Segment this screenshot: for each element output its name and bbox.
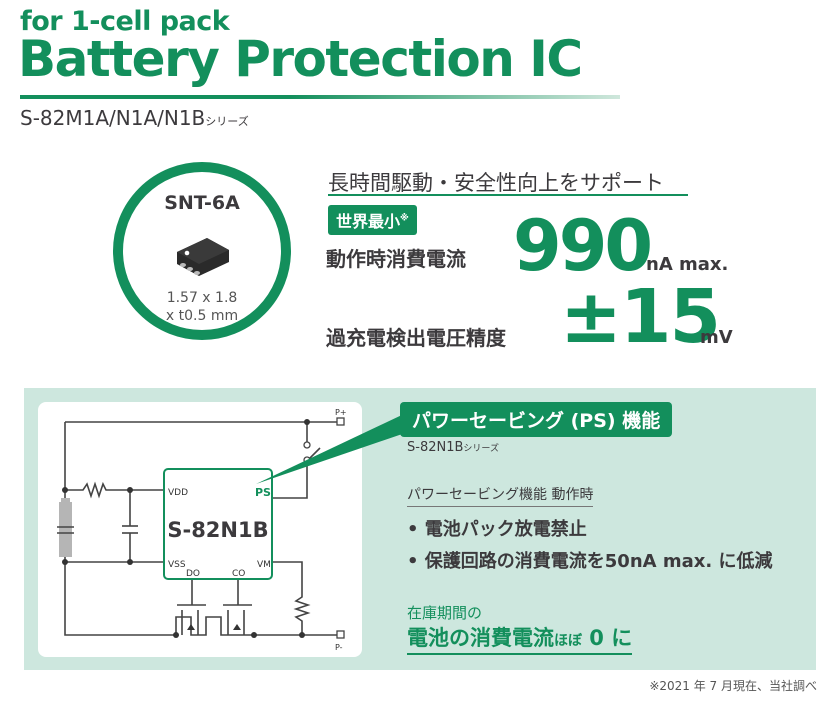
chip-icon (177, 238, 229, 276)
terminal-minus: P- (335, 643, 343, 652)
pin-do: DO (186, 569, 200, 579)
title-divider (20, 95, 620, 99)
pin-ps: PS (255, 486, 271, 499)
ps-condition: パワーセービング機能 動作時 (407, 484, 594, 507)
claim-small: ほぼ (554, 633, 582, 649)
ps-series-label: S-82N1Bシリーズ (407, 440, 499, 455)
dim-line-1: 1.57 x 1.8 (166, 290, 238, 306)
accuracy-unit: mV (700, 327, 733, 348)
stock-current-claim: 電池の消費電流ほぼ 0 に (407, 622, 633, 655)
world-smallest-badge: 世界最小※ (328, 205, 417, 235)
dim-line-2: x t0.5 mm (165, 308, 239, 324)
terminal-plus: P+ (335, 408, 347, 417)
claim-zero: 0 (582, 626, 612, 650)
subtitle: for 1-cell pack (20, 6, 230, 37)
current-value: 990 (513, 205, 653, 287)
pin-vm: VM (257, 560, 271, 570)
ic-name: S-82N1B (167, 518, 268, 542)
ps-series-code: S-82N1B (407, 440, 464, 455)
badge-text: 世界最小 (336, 212, 401, 231)
accuracy-value: ±15 (560, 274, 721, 360)
page-title: Battery Protection IC (18, 30, 583, 88)
package-circle: SNT-6A 1.57 x 1.8 x t0.5 mm (113, 162, 291, 340)
circuit-diagram: VDD VSS PS VM DO CO S-82N1B P+ P- (57, 408, 347, 652)
series-suffix: シリーズ (205, 115, 249, 128)
badge-note-mark: ※ (400, 213, 409, 224)
series-label: S-82M1A/N1A/N1Bシリーズ (20, 106, 249, 130)
callout-pointer (256, 414, 414, 484)
ps-feature-title: パワーセービング (PS) 機能 (400, 402, 673, 437)
accuracy-label: 過充電検出電圧精度 (326, 326, 506, 350)
series-code: S-82M1A/N1A/N1B (20, 106, 206, 130)
footnote: ※2021 年 7 月現在、当社調べ (649, 679, 817, 693)
current-unit: nA max. (646, 254, 729, 275)
bullet-item: • 保護回路の消費電流を50nA max. に低減 (407, 551, 773, 572)
pin-co: CO (232, 569, 245, 579)
tagline: 長時間駆動・安全性向上をサポート (328, 171, 664, 195)
package-dimensions: 1.57 x 1.8 x t0.5 mm (123, 289, 281, 325)
circuit-diagram-card: VDD VSS PS VM DO CO S-82N1B P+ P- (38, 402, 362, 657)
stock-period-label: 在庫期間の (407, 604, 483, 622)
pin-vdd: VDD (168, 488, 188, 498)
package-name: SNT-6A (164, 192, 240, 214)
tagline-divider (328, 194, 688, 196)
claim-main: 電池の消費電流 (407, 626, 554, 650)
claim-end: に (611, 626, 633, 650)
pin-vss: VSS (168, 560, 186, 570)
ps-series-suffix: シリーズ (463, 444, 499, 454)
current-label: 動作時消費電流 (326, 247, 466, 271)
bullet-item: • 電池パック放電禁止 (407, 519, 587, 540)
